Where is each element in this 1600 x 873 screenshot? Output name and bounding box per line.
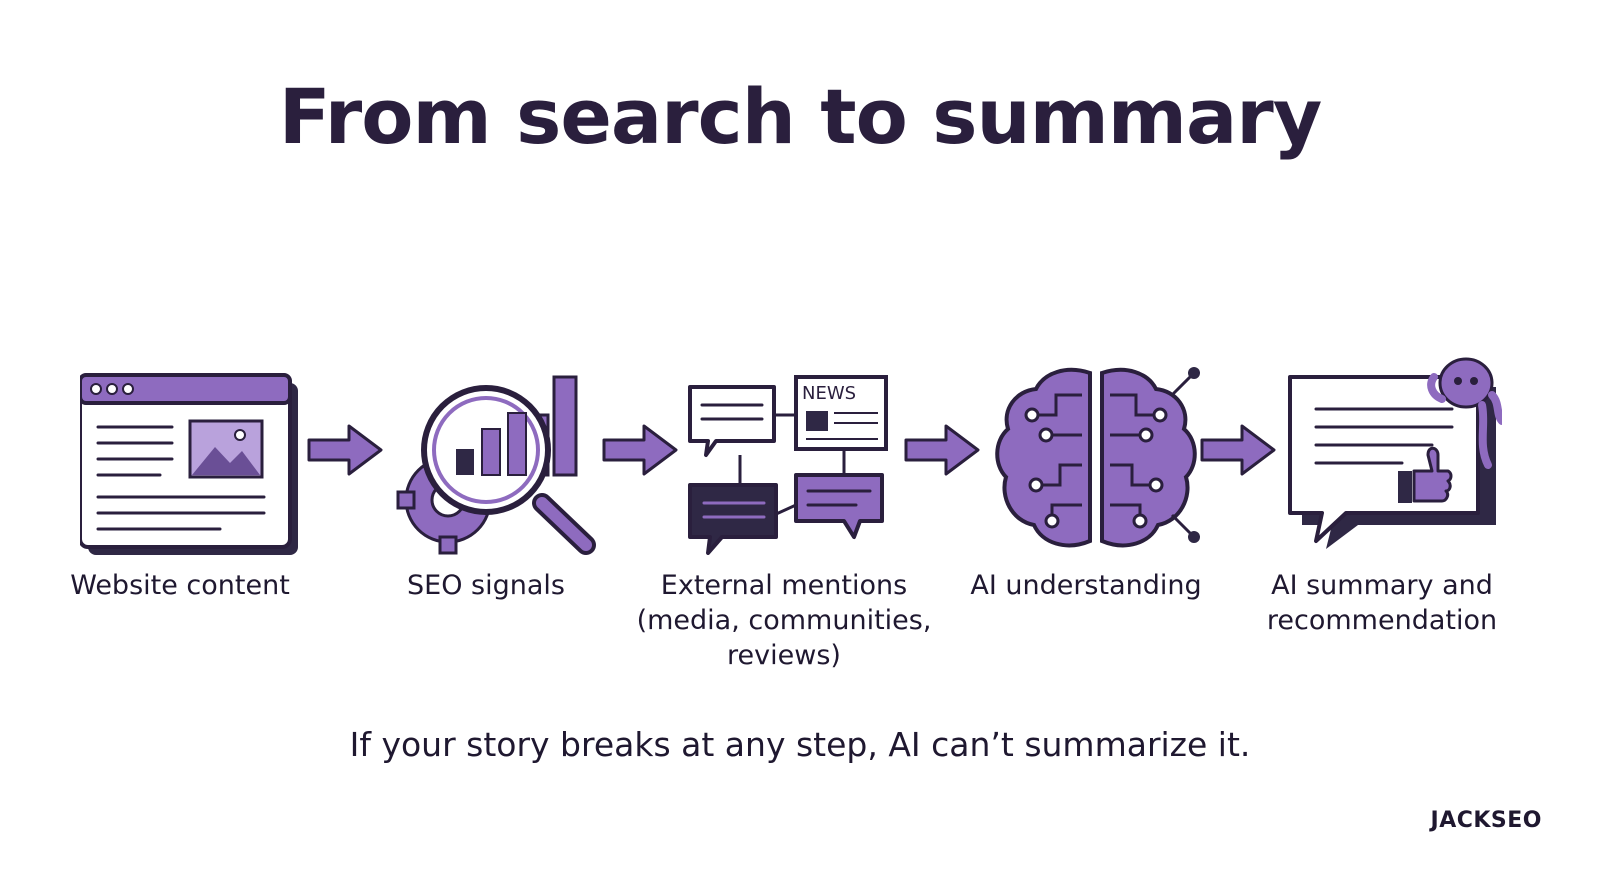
svg-text:NEWS: NEWS [802,383,856,404]
step-label: AI summary and recommendation [1266,570,1498,636]
step-seo-signals: SEO signals [336,340,636,700]
arrow-right-icon [1200,424,1276,476]
page-title: From search to summary [278,72,1323,161]
seo-magnifier-icon [396,375,596,555]
step-external-mentions: NEWS External mentions (media, communiti… [634,340,934,700]
brain-circuit-icon [995,367,1200,548]
octopus-mascot-icon [1427,357,1502,469]
step-sublabel: (media, communities, reviews) [636,605,932,671]
arrow-right-icon [904,424,980,476]
process-flow: Website content SEO signals [0,340,1600,700]
arrow-right-icon [307,424,383,476]
step-label: SEO signals [407,570,565,601]
brand-logo: JACKSEO [1430,808,1542,833]
arrow-right-icon [602,424,678,476]
step-title: External mentions [660,570,908,601]
website-icon [80,373,298,555]
footer-note: If your story breaks at any step, AI can… [349,725,1251,764]
step-label: AI understanding [970,570,1202,601]
step-label: External mentions (media, communities, r… [634,568,934,673]
step-ai-summary: AI summary and recommendation [1232,340,1532,700]
step-label: Website content [70,570,290,601]
summary-chat-icon [1288,357,1502,549]
step-website-content: Website content [30,340,330,700]
mentions-news-icon: NEWS [688,375,888,555]
step-ai-understanding: AI understanding [936,340,1236,700]
